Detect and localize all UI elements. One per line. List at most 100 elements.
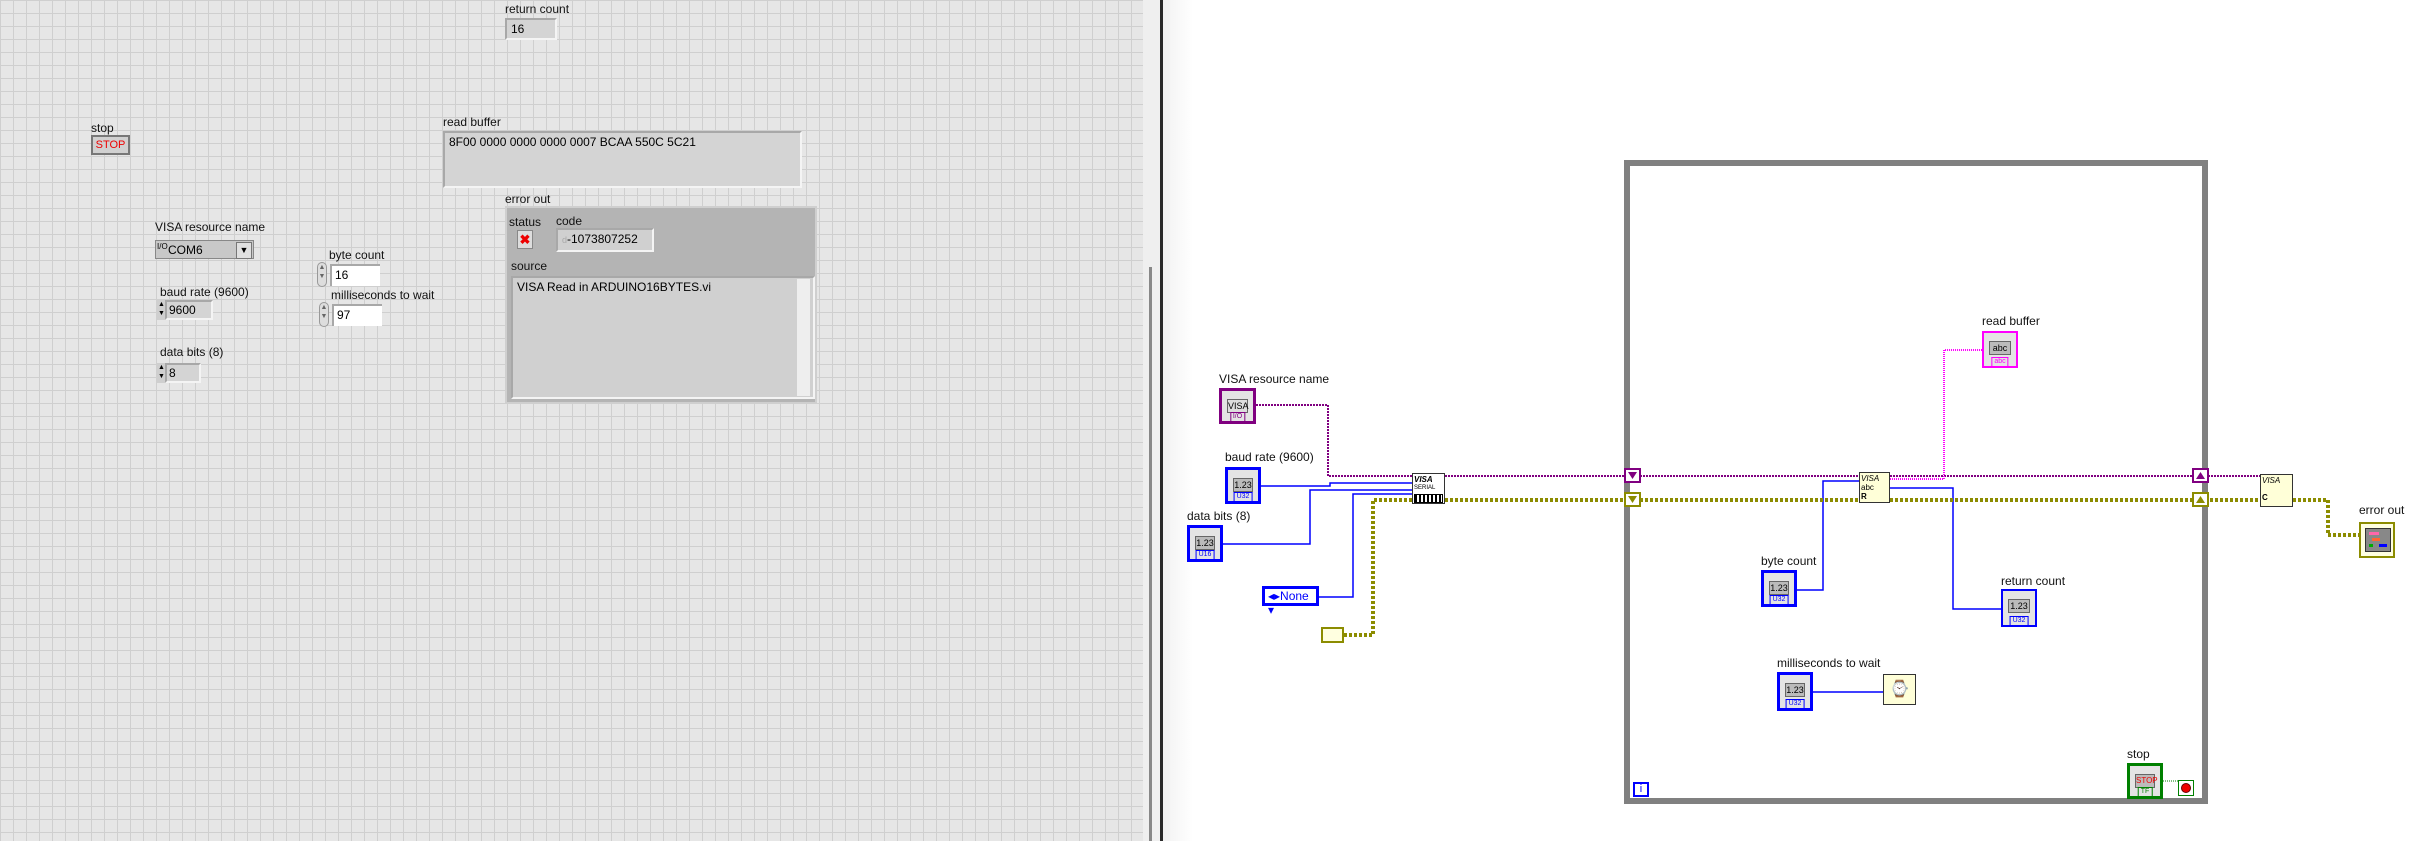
- parity-enum-value: None: [1280, 589, 1309, 603]
- error-cluster-constant[interactable]: [1321, 627, 1344, 643]
- up-triangle-icon: [2196, 472, 2205, 479]
- baud-rate-stepper[interactable]: ▲▼: [157, 300, 166, 320]
- bd-visa-resource-terminal[interactable]: VISA I/O: [1219, 388, 1256, 424]
- node-text: R: [1861, 492, 1867, 501]
- read-buffer-indicator: 8F00 0000 0000 0000 0007 BCAA 550C 5C21: [443, 131, 802, 188]
- window-divider[interactable]: [1160, 0, 1163, 841]
- numeric-icon: 1.23: [1233, 478, 1253, 492]
- baud-rate-input[interactable]: 9600: [165, 300, 213, 320]
- bd-visa-resource-label: VISA resource name: [1219, 372, 1330, 386]
- node-text: VISA: [1414, 475, 1433, 484]
- visa-wire[interactable]: [1256, 404, 1412, 477]
- while-loop[interactable]: [1624, 160, 2208, 804]
- numeric-icon: 1.23: [1769, 581, 1789, 595]
- numeric-icon: 1.23: [1195, 536, 1215, 550]
- node-text: SERIAL: [1414, 485, 1436, 491]
- type-badge: I/O: [1229, 412, 1246, 421]
- ms-to-wait-stepper[interactable]: ▲▼: [319, 302, 329, 327]
- up-triangle-icon: [2196, 496, 2205, 503]
- down-triangle-icon: [1628, 496, 1637, 503]
- visa-resource-combo[interactable]: I/O COM6 ▼: [155, 240, 254, 259]
- error-out-label: error out: [505, 192, 551, 206]
- type-badge: TF: [2137, 787, 2153, 796]
- node-text: VISA: [1861, 474, 1880, 483]
- numeric-icon: 1.23: [2008, 599, 2030, 613]
- type-badge: abc: [1991, 357, 2009, 366]
- type-badge: U16: [1195, 550, 1215, 559]
- bd-read-buffer-terminal[interactable]: abc abc: [1982, 331, 2018, 368]
- bd-baud-rate-label: baud rate (9600): [1225, 450, 1314, 464]
- source-label: source: [511, 259, 548, 273]
- x-mark-icon: ✖: [517, 230, 533, 249]
- return-count-wire[interactable]: [1890, 487, 2001, 610]
- bd-byte-count-terminal[interactable]: 1.23 U32: [1761, 570, 1797, 607]
- string-wire[interactable]: [1890, 349, 1985, 480]
- baud-wire[interactable]: [1261, 482, 1412, 487]
- error-cluster-icon: [2365, 528, 2391, 552]
- data-bits-stepper[interactable]: ▲▼: [157, 363, 166, 383]
- bd-baud-rate-terminal[interactable]: 1.23 U32: [1225, 467, 1261, 504]
- stop-sign-icon: [2181, 783, 2191, 793]
- node-text: abc: [1861, 483, 1874, 492]
- data-bits-label: data bits (8): [160, 345, 224, 359]
- error-wire[interactable]: [1344, 498, 2359, 637]
- bd-byte-count-label: byte count: [1761, 554, 1817, 568]
- visa-resource-label: VISA resource name: [155, 220, 266, 234]
- bd-error-out-terminal[interactable]: [2359, 522, 2395, 558]
- front-panel: return count 16 stop STOP read buffer 8F…: [0, 0, 1143, 841]
- watch-icon: ⌚: [1889, 681, 1910, 698]
- node-text: C: [2262, 493, 2268, 502]
- node-text: VISA: [2262, 476, 2281, 485]
- code-label: code: [556, 214, 583, 228]
- parity-enum-constant[interactable]: ◂▸None ▾: [1262, 586, 1319, 617]
- visa-configure-serial-node[interactable]: VISA SERIAL: [1412, 473, 1445, 504]
- type-badge: U32: [1769, 595, 1789, 604]
- byte-count-label: byte count: [329, 248, 385, 262]
- status-label: status: [509, 215, 542, 229]
- bd-return-count-terminal[interactable]: 1.23 U32: [2001, 589, 2037, 627]
- byte-count-input[interactable]: 16: [330, 264, 380, 286]
- bd-ms-to-wait-label: milliseconds to wait: [1777, 656, 1881, 670]
- stop-button[interactable]: STOP: [91, 135, 130, 155]
- serial-port-icon: [1414, 494, 1443, 503]
- wait-ms-node[interactable]: ⌚: [1883, 674, 1916, 705]
- code-value: -1073807252: [567, 232, 638, 246]
- bd-data-bits-label: data bits (8): [1187, 509, 1251, 523]
- data-bits-input[interactable]: 8: [165, 363, 201, 383]
- code-indicator: d-1073807252: [556, 228, 654, 252]
- chevron-down-icon[interactable]: ▼: [236, 242, 252, 259]
- bd-error-out-label: error out: [2359, 503, 2405, 517]
- byte-count-stepper[interactable]: ▲▼: [317, 262, 327, 287]
- bd-data-bits-terminal[interactable]: 1.23 U16: [1187, 525, 1223, 562]
- type-badge: U32: [1233, 492, 1253, 501]
- return-count-label: return count: [505, 2, 570, 16]
- stop-icon: STOP: [2135, 774, 2158, 788]
- ms-to-wait-input[interactable]: 97: [332, 304, 382, 326]
- type-badge: U32: [1785, 699, 1805, 708]
- bd-read-buffer-label: read buffer: [1982, 314, 2040, 328]
- visa-resource-value: COM6: [168, 243, 203, 257]
- bd-stop-label: stop: [2127, 747, 2150, 761]
- bd-ms-to-wait-terminal[interactable]: 1.23 U32: [1777, 672, 1813, 711]
- visa-close-node[interactable]: VISA C: [2260, 474, 2293, 507]
- source-indicator: VISA Read in ARDUINO16BYTES.vi: [511, 276, 815, 399]
- read-buffer-label: read buffer: [443, 115, 501, 129]
- return-count-indicator: 16: [505, 18, 557, 40]
- error-out-cluster: status ✖ code d-1073807252 source VISA R…: [505, 206, 817, 404]
- bd-stop-terminal[interactable]: STOP TF: [2127, 763, 2163, 799]
- front-panel-scrollbar[interactable]: [1149, 267, 1152, 841]
- data-bits-wire[interactable]: [1222, 489, 1412, 545]
- byte-count-wire[interactable]: [1797, 480, 1859, 591]
- io-icon: I/O: [157, 242, 168, 251]
- source-scrollbar[interactable]: [797, 279, 810, 396]
- visa-read-node[interactable]: VISA abc R: [1859, 472, 1890, 503]
- loop-condition-terminal[interactable]: [2178, 780, 2194, 796]
- ms-to-wait-label: milliseconds to wait: [331, 288, 435, 302]
- down-triangle-icon: [1628, 472, 1637, 479]
- visa-icon: VISA: [1227, 399, 1249, 413]
- iteration-terminal[interactable]: i: [1633, 782, 1649, 797]
- parity-wire[interactable]: [1319, 493, 1412, 598]
- stop-label: stop: [91, 121, 114, 135]
- type-badge: U32: [2009, 616, 2029, 625]
